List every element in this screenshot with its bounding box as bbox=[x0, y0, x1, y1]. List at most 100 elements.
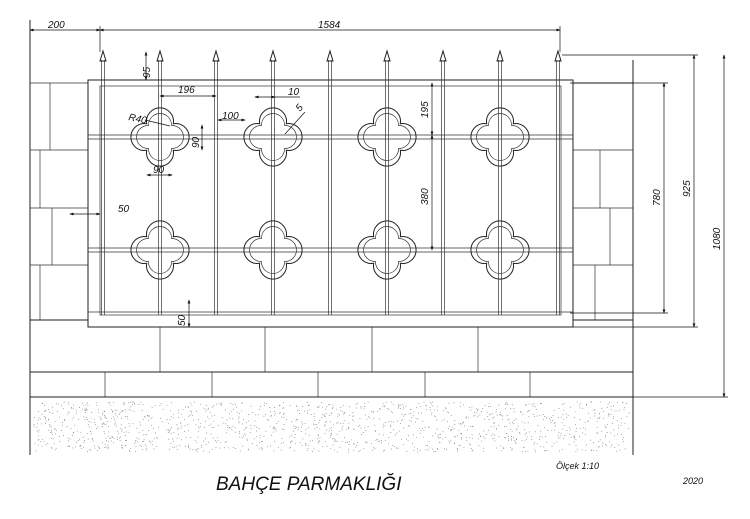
gravel-dot bbox=[226, 432, 227, 434]
gravel-dot bbox=[262, 448, 264, 450]
gravel-dot bbox=[235, 427, 236, 429]
gravel-dot bbox=[36, 430, 38, 432]
gravel-dot bbox=[305, 445, 307, 447]
gravel-dot bbox=[429, 447, 431, 449]
gravel-dot bbox=[562, 418, 564, 420]
gravel-dot bbox=[305, 443, 307, 444]
gravel-dot bbox=[86, 419, 88, 421]
gravel-dot bbox=[471, 425, 473, 427]
gravel-dot bbox=[394, 445, 396, 447]
gravel-dot bbox=[601, 407, 603, 409]
gravel-dot bbox=[513, 422, 515, 424]
gravel-dot bbox=[573, 437, 575, 439]
gravel-dot bbox=[585, 428, 587, 430]
gravel-dot bbox=[587, 420, 589, 422]
gravel-dot bbox=[593, 409, 595, 411]
gravel-dot bbox=[130, 410, 132, 412]
gravel-dot bbox=[426, 409, 428, 411]
gravel-dot bbox=[200, 425, 202, 427]
gravel-dot bbox=[224, 409, 226, 411]
gravel-dot bbox=[291, 420, 293, 422]
gravel-dot bbox=[567, 414, 569, 416]
gravel-dot bbox=[104, 433, 106, 435]
gravel-dot bbox=[507, 436, 509, 438]
gravel-dot bbox=[241, 410, 242, 412]
gravel-dot bbox=[437, 434, 439, 436]
gravel-dot bbox=[51, 431, 53, 433]
gravel-dot bbox=[379, 418, 381, 420]
quatrefoil-inner bbox=[363, 226, 411, 274]
gravel-dot bbox=[433, 450, 435, 452]
gravel-dot bbox=[37, 439, 39, 441]
gravel-dot bbox=[379, 440, 381, 442]
gravel-dot bbox=[125, 411, 127, 413]
gravel-dot bbox=[602, 445, 604, 447]
gravel-dot bbox=[505, 426, 507, 427]
gravel-dot bbox=[126, 431, 128, 433]
gravel-dot bbox=[332, 406, 334, 408]
gravel-dot bbox=[259, 437, 261, 439]
gravel-dot bbox=[258, 447, 260, 449]
gravel-dot bbox=[371, 442, 372, 444]
gravel-dot bbox=[428, 441, 430, 443]
gravel-dot bbox=[551, 445, 553, 447]
gravel-dot bbox=[167, 432, 169, 433]
gravel-dot bbox=[353, 443, 355, 445]
gravel-dot bbox=[401, 418, 403, 420]
gravel-dot bbox=[58, 435, 60, 437]
gravel-dot bbox=[357, 441, 359, 443]
gravel-dot bbox=[333, 449, 335, 451]
gravel-dot bbox=[196, 450, 198, 452]
gravel-dot bbox=[578, 436, 580, 438]
gravel-dot bbox=[170, 416, 172, 418]
gravel-dot bbox=[344, 412, 346, 414]
gravel-dot bbox=[84, 440, 85, 441]
gravel-dot bbox=[232, 447, 234, 448]
gravel-dot bbox=[500, 450, 502, 452]
gravel-dot bbox=[212, 437, 214, 439]
gravel-dot bbox=[87, 405, 89, 407]
gravel-dot bbox=[392, 445, 394, 446]
gravel-dot bbox=[478, 444, 480, 446]
gravel-dot bbox=[476, 408, 478, 410]
gravel-dot bbox=[159, 418, 161, 420]
gravel-dot bbox=[283, 441, 284, 443]
gravel-dot bbox=[376, 438, 378, 440]
gravel-dot bbox=[189, 448, 191, 450]
gravel-dot bbox=[102, 422, 104, 424]
gravel-dot bbox=[134, 442, 136, 444]
gravel-dot bbox=[366, 418, 368, 420]
gravel-dot bbox=[108, 447, 109, 449]
gravel-dot bbox=[410, 408, 412, 410]
gravel-dot bbox=[197, 425, 199, 427]
gravel-dot bbox=[412, 443, 414, 444]
gravel-dot bbox=[101, 423, 103, 425]
gravel-dot bbox=[52, 407, 53, 409]
gravel-dot bbox=[170, 410, 171, 412]
gravel-dot bbox=[384, 404, 386, 406]
gravel-dot bbox=[558, 437, 559, 439]
gravel-dot bbox=[457, 449, 458, 450]
gravel-dot bbox=[145, 448, 147, 450]
gravel-dot bbox=[622, 402, 624, 403]
gravel-dot bbox=[106, 440, 108, 442]
gravel-dot bbox=[532, 405, 534, 407]
gravel-dot bbox=[281, 416, 283, 418]
gravel-dot bbox=[242, 437, 244, 439]
gravel-dot bbox=[568, 444, 570, 445]
gravel-dot bbox=[605, 443, 607, 445]
quatrefoil-outer bbox=[130, 220, 190, 280]
gravel-dot bbox=[169, 448, 170, 450]
gravel-dot bbox=[430, 409, 431, 411]
gravel-dot bbox=[483, 430, 485, 432]
gravel-dot bbox=[474, 411, 476, 413]
gravel-dot bbox=[297, 426, 299, 428]
gravel-dot bbox=[511, 404, 513, 406]
gravel-dot bbox=[209, 411, 211, 413]
gravel-dot bbox=[533, 443, 535, 445]
gravel-dot bbox=[331, 427, 333, 429]
gravel-dot bbox=[251, 443, 253, 444]
gravel-dot bbox=[336, 408, 338, 410]
gravel-dot bbox=[605, 426, 607, 428]
gravel-dot bbox=[326, 406, 328, 408]
